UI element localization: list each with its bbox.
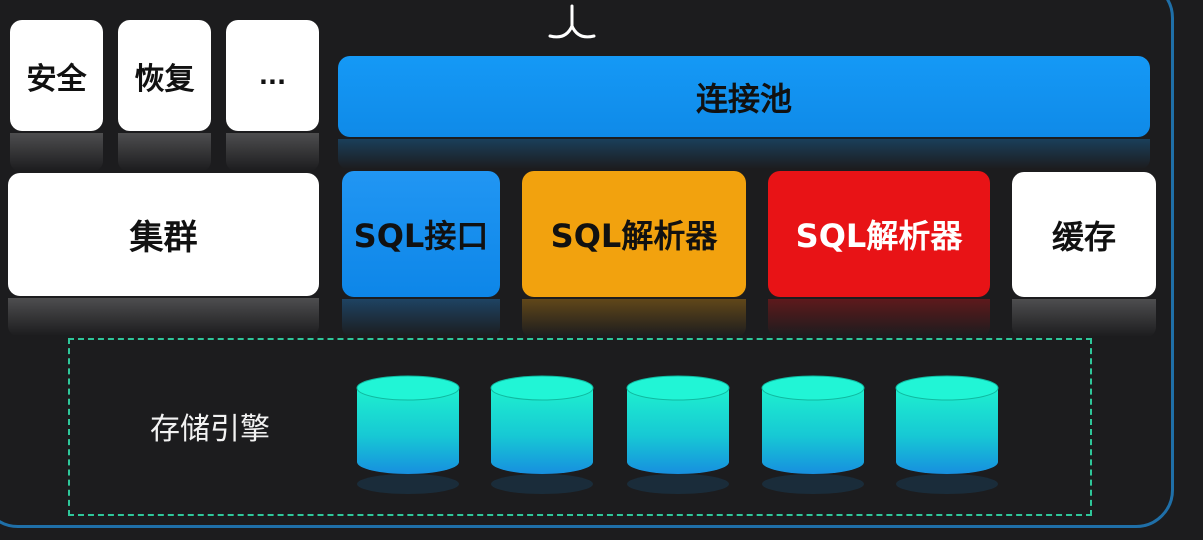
- storage-engine-area: [68, 338, 1092, 516]
- security-box: 安全: [10, 20, 103, 131]
- more-box: ...: [226, 20, 319, 131]
- sql-parser-red-label: SQL解析器: [795, 217, 963, 255]
- cache-label: 缓存: [1051, 217, 1116, 256]
- database-cylinder-icon: [761, 375, 865, 494]
- sql-interface-box: SQL接口: [342, 171, 500, 297]
- sql-interface-label: SQL接口: [353, 217, 489, 255]
- database-cylinder-icon: [490, 375, 594, 494]
- outer-frame: [0, 0, 1174, 528]
- security-label: 安全: [26, 61, 87, 97]
- database-cylinder-icon: [356, 375, 460, 494]
- recovery-label: 恢复: [134, 61, 195, 97]
- more-label: ...: [258, 61, 287, 90]
- database-cylinder-icon: [626, 375, 730, 494]
- cache-box: 缓存: [1012, 172, 1156, 297]
- sql-parser-red-box: SQL解析器: [768, 171, 990, 297]
- connection-pool-bar: 连接池: [338, 56, 1150, 137]
- cluster-box: 集群: [8, 173, 319, 296]
- storage-engine-label: 存储引擎: [150, 412, 270, 447]
- cluster-label: 集群: [129, 218, 198, 258]
- connection-pool-label: 连接池: [695, 79, 792, 118]
- sql-parser-orange-label: SQL解析器: [550, 217, 718, 255]
- split-arrow-icon: [548, 4, 596, 39]
- database-cylinder-icon: [895, 375, 999, 494]
- sql-parser-orange-box: SQL解析器: [522, 171, 746, 297]
- recovery-box: 恢复: [118, 20, 211, 131]
